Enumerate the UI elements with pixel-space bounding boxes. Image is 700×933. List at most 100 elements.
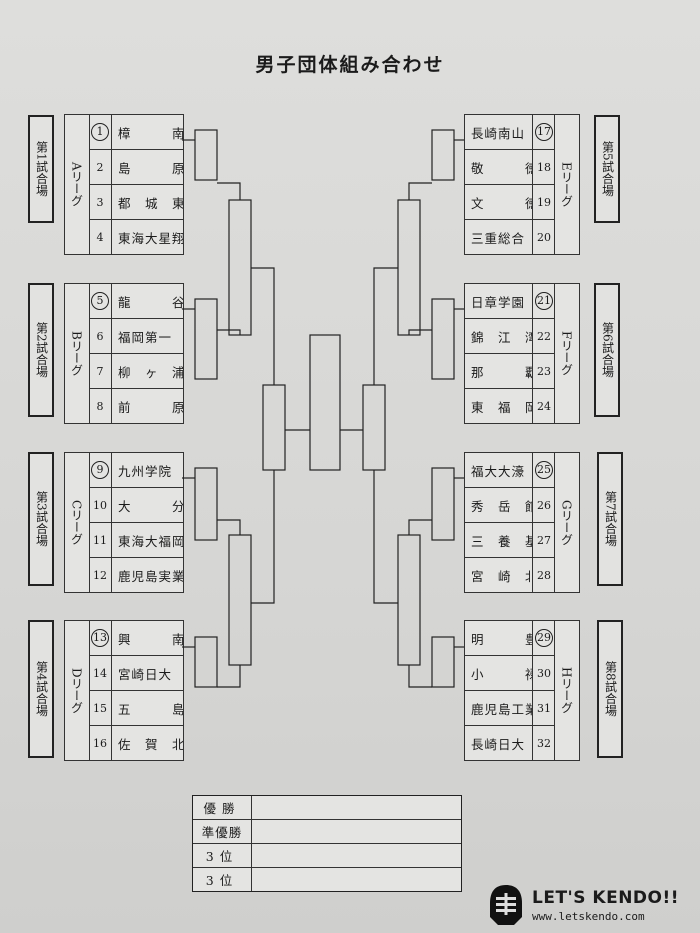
school-name: 九州学院 — [118, 463, 173, 479]
team-number: 15 — [89, 691, 112, 725]
school-name: 福岡第一 — [118, 329, 173, 345]
team-number: 19 — [532, 185, 555, 219]
school-name: 樟 南 — [118, 125, 183, 141]
team-number: 12 — [89, 558, 112, 592]
match-box — [194, 298, 218, 380]
team-number: 32 — [532, 726, 555, 760]
school-name: 三 養 基 — [471, 533, 532, 549]
result-row: 準優勝 — [193, 820, 461, 844]
venue-label-2: 第2試合場 — [28, 283, 54, 417]
venue-label-7: 第7試合場 — [597, 452, 623, 586]
venue-label-6: 第6試合場 — [594, 283, 620, 417]
school-name: 敬 徳 — [471, 160, 532, 176]
school-name: 鹿児島実業 — [118, 568, 183, 584]
match-box — [228, 199, 252, 336]
school-name: 長崎日大 — [471, 736, 526, 752]
school-name: 東海大福岡 — [118, 533, 183, 549]
school-name: 佐 賀 北 — [118, 736, 183, 752]
match-box — [431, 129, 455, 181]
venue-label-3: 第3試合場 — [28, 452, 54, 586]
team-row: 長崎日大 32 — [465, 726, 555, 760]
team-row: 6 福岡第一 — [89, 319, 183, 354]
result-value — [252, 820, 461, 843]
school-name: 鹿児島工業 — [471, 701, 532, 717]
team-number: 18 — [532, 150, 555, 184]
result-label: 優勝 — [193, 796, 252, 819]
school-name: 明 豊 — [471, 631, 532, 647]
lets-kendo-logo: LET'S KENDO!! www.letskendo.com — [486, 880, 696, 930]
team-number: 14 — [89, 656, 112, 690]
school-name: 都 城 東 — [118, 195, 183, 211]
school-name: 文 徳 — [471, 195, 532, 211]
result-row: 3位 — [193, 868, 461, 891]
match-box — [262, 384, 286, 471]
kendo-mask-icon — [490, 885, 522, 925]
team-number: 22 — [532, 319, 555, 353]
seed-number: 25 — [532, 453, 555, 487]
match-box — [397, 534, 421, 666]
result-label: 準優勝 — [193, 820, 252, 843]
team-number: 6 — [89, 319, 112, 353]
school-name: 秀 岳 館 — [471, 498, 532, 514]
team-number: 24 — [532, 389, 555, 423]
school-name: 日章学園 — [471, 294, 526, 310]
team-row: 10 大 分 — [89, 488, 183, 523]
team-row: 1 樟 南 — [89, 115, 183, 150]
school-name: 大 分 — [118, 498, 183, 514]
team-number: 26 — [532, 488, 555, 522]
team-number: 27 — [532, 523, 555, 557]
school-name: 三重総合 — [471, 230, 526, 246]
team-number: 20 — [532, 220, 555, 254]
school-name: 興 南 — [118, 631, 183, 647]
team-number: 8 — [89, 389, 112, 423]
school-name: 龍 谷 — [118, 294, 183, 310]
seed-number: 17 — [532, 115, 555, 149]
match-box — [431, 298, 455, 380]
match-box — [431, 636, 455, 688]
venue-label-5: 第5試合場 — [594, 115, 620, 223]
result-value — [252, 796, 461, 819]
school-name: 宮崎日大 — [118, 666, 173, 682]
match-box — [194, 129, 218, 181]
seed-number: 29 — [532, 621, 555, 655]
school-name: 錦 江 湾 — [471, 329, 532, 345]
team-number: 10 — [89, 488, 112, 522]
seed-number: 1 — [89, 115, 112, 149]
team-row: 16 佐 賀 北 — [89, 726, 183, 760]
school-name: 東海大星翔 — [118, 230, 183, 246]
school-name: 小 禄 — [471, 666, 532, 682]
result-value — [252, 844, 461, 867]
school-name: 長崎南山 — [471, 125, 526, 141]
team-number: 16 — [89, 726, 112, 760]
team-number: 30 — [532, 656, 555, 690]
match-box — [397, 199, 421, 336]
team-number: 7 — [89, 354, 112, 388]
